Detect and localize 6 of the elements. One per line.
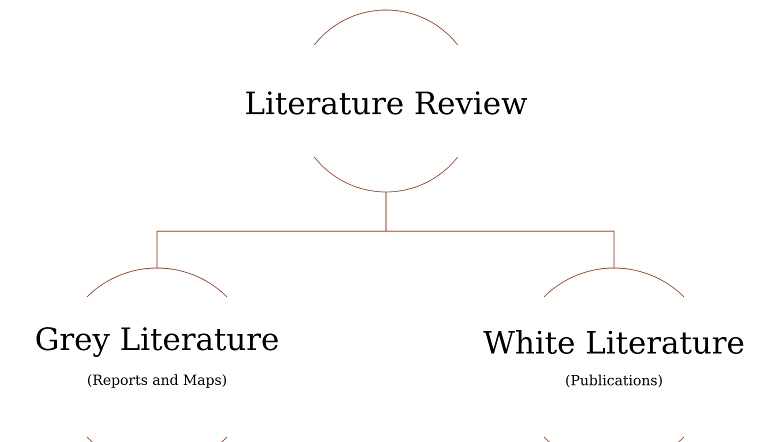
connector-line [386,192,614,268]
circle-title: White Literature [483,330,744,354]
circle-title: Literature Review [246,91,528,115]
circle-title: Grey Literature [36,327,278,357]
circle-subtitle: (Reports and Maps) [88,374,226,388]
circle-subtitle: (Publications) [566,374,662,388]
